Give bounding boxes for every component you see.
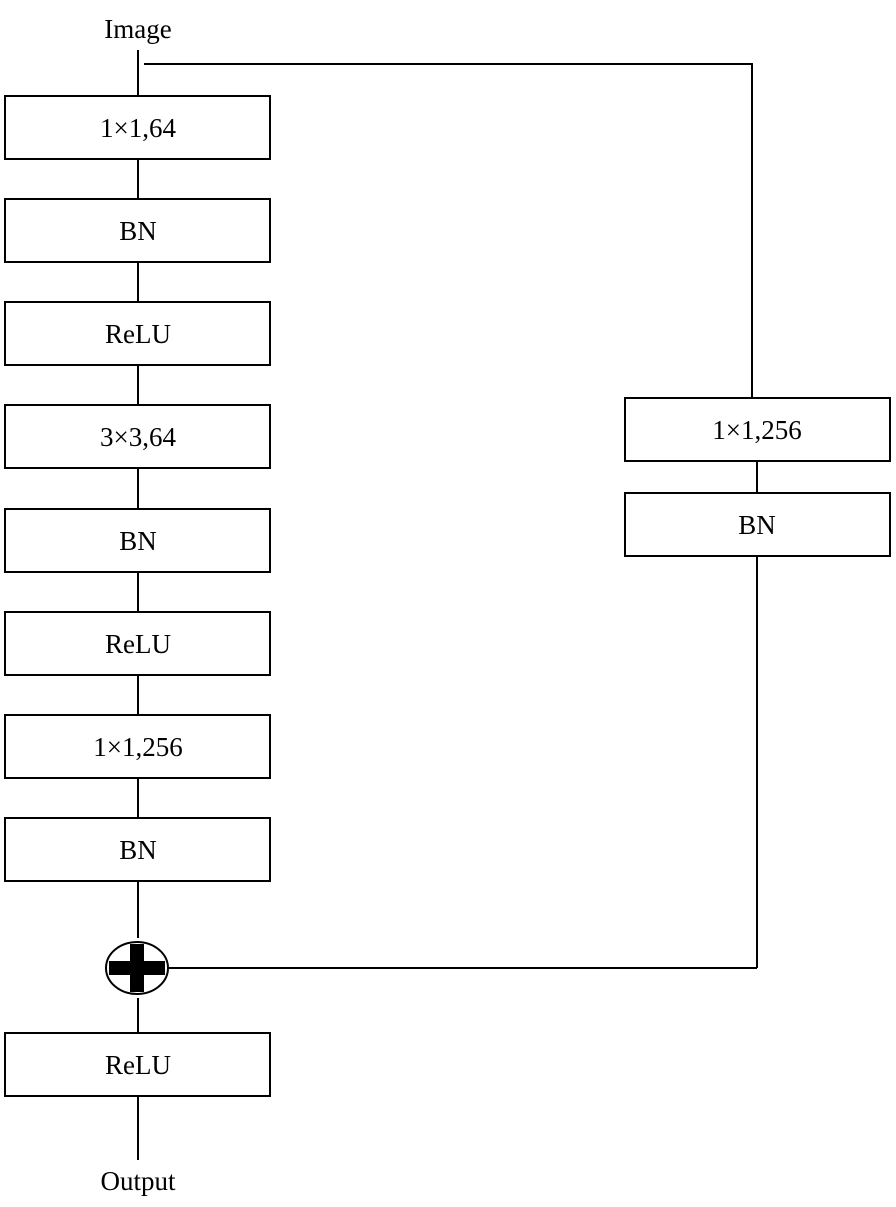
shortcut-connectors [144,63,758,969]
block-label: BN [119,526,157,556]
block-label: 1×1,256 [712,415,801,445]
main-path-block-7: 1×1,256 [4,714,271,779]
block-label: BN [738,510,776,540]
main-path-block-1: 1×1,64 [4,95,271,160]
block-label: ReLU [105,1050,171,1080]
block-label: ReLU [105,319,171,349]
block-label: 1×1,64 [100,113,176,143]
main-path-block-6: ReLU [4,611,271,676]
input-label: Image [104,14,171,44]
shortcut-block-2: BN [624,492,891,557]
main-path-block-2: BN [4,198,271,263]
block-label: 3×3,64 [100,422,176,452]
final-block: ReLU [4,1032,271,1097]
main-path-block-8: BN [4,817,271,882]
block-label: BN [119,835,157,865]
main-path-block-4: 3×3,64 [4,404,271,469]
main-path-block-5: BN [4,508,271,573]
main-path-block-3: ReLU [4,301,271,366]
plus-icon [105,941,169,995]
output-label: Output [100,1166,176,1196]
block-label: BN [119,216,157,246]
block-label: ReLU [105,629,171,659]
shortcut-block-1: 1×1,256 [624,397,891,462]
block-label: 1×1,256 [93,732,182,762]
